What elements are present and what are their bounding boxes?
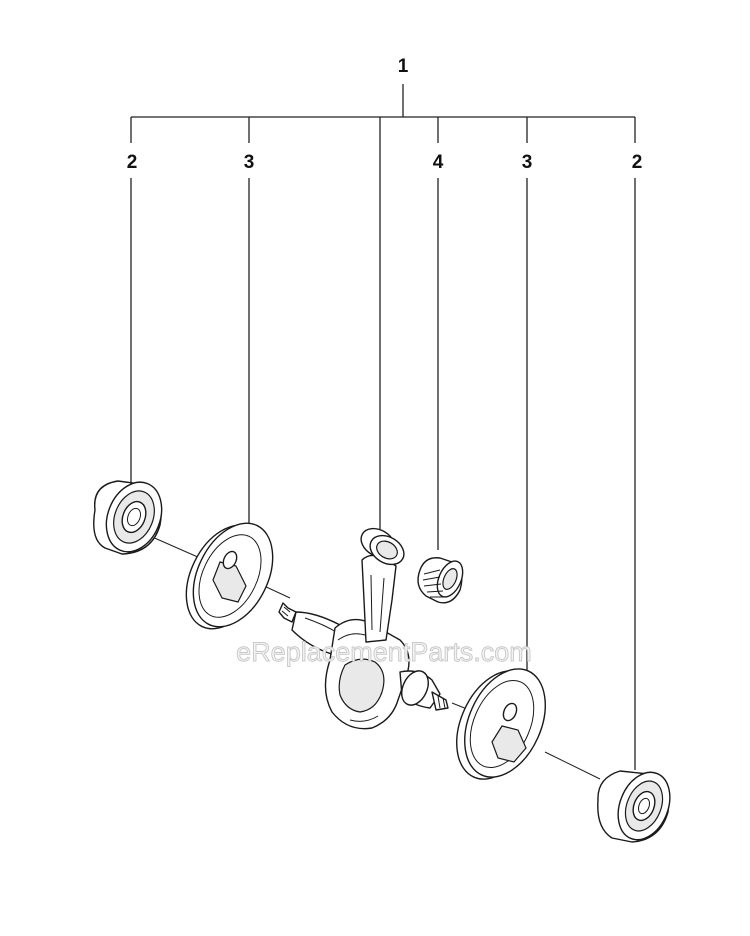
callout-seal-left: 3	[244, 152, 255, 173]
ball-bearing-left	[93, 480, 163, 555]
watermark: eReplacementParts.com	[236, 637, 532, 667]
leader-lines	[130, 84, 636, 770]
ball-bearing-right	[597, 770, 671, 843]
seal-washer-left	[185, 522, 274, 630]
callout-bearing-left: 2	[127, 152, 138, 173]
crankshaft	[278, 527, 449, 730]
callout-seal-right: 3	[522, 152, 533, 173]
callout-needle-bearing: 4	[433, 152, 444, 173]
assembly-axis	[149, 535, 601, 780]
callout-assembly: 1	[398, 56, 409, 77]
seal-washer-right	[456, 668, 546, 780]
needle-bearing	[417, 557, 464, 604]
callout-bearing-right: 2	[632, 152, 643, 173]
